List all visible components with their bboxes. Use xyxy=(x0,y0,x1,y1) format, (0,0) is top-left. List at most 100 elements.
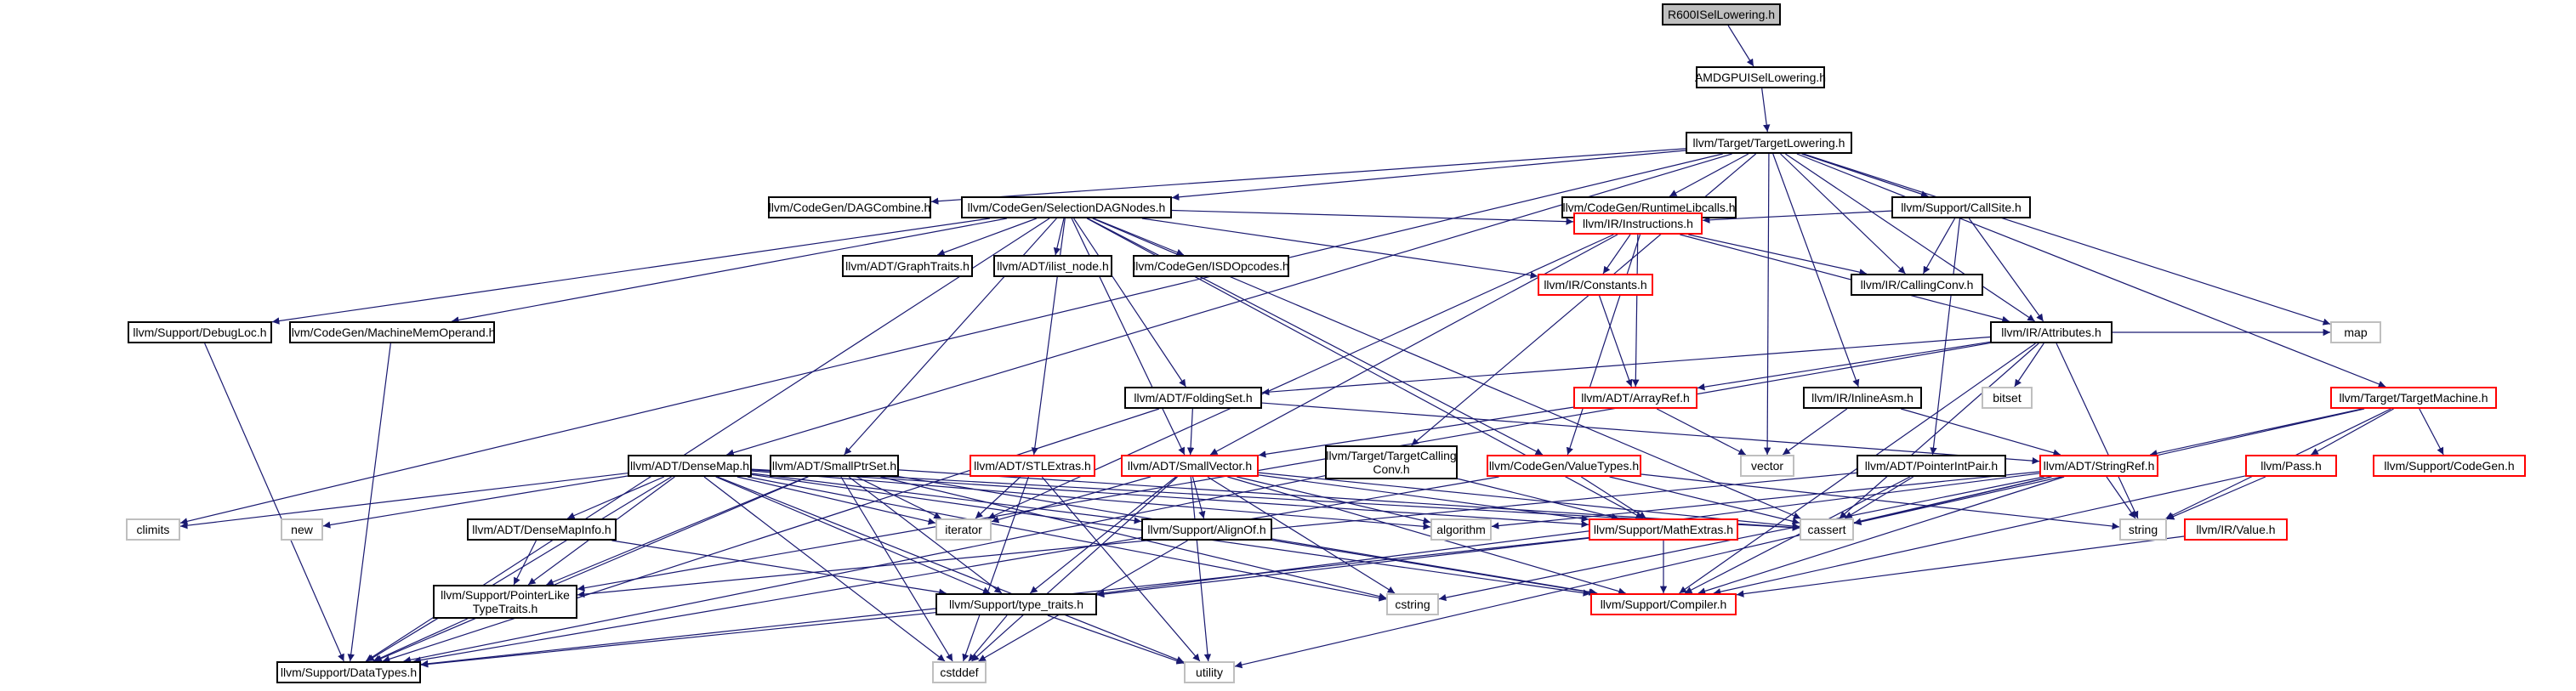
node-algorithm: algorithm xyxy=(1430,518,1492,541)
edge-tcc-to-datatypes xyxy=(403,475,1326,664)
node-consts[interactable]: llvm/IR/Constants.h xyxy=(1538,274,1653,296)
node-amdgpu[interactable]: AMDGPUISelLowering.h xyxy=(1695,66,1826,88)
edge-smallptr-to-cstring xyxy=(880,476,1387,600)
node-label: algorithm xyxy=(1436,523,1486,536)
edge-tl-to-sdn xyxy=(1171,150,1686,201)
edge-attrs-to-cassert xyxy=(1839,343,2039,519)
node-label: llvm/ADT/FoldingSet.h xyxy=(1134,391,1253,405)
node-callconv[interactable]: llvm/IR/CallingConv.h xyxy=(1851,274,1983,296)
edge-densemap-to-climits xyxy=(179,473,628,530)
node-value[interactable]: llvm/IR/Value.h xyxy=(2184,518,2288,541)
edge-stringref-to-string xyxy=(2106,476,2136,519)
node-callsite[interactable]: llvm/Support/CallSite.h xyxy=(1891,196,2031,218)
node-label: llvm/IR/Instructions.h xyxy=(1583,217,1693,230)
edge-densemap-to-algorithm xyxy=(751,470,1431,530)
edge-tcc-to-mathextras xyxy=(1457,478,1619,521)
node-label: llvm/Target/TargetMachine.h xyxy=(2339,391,2488,405)
node-label: bitset xyxy=(1993,391,2022,405)
node-label: llvm/Support/Compiler.h xyxy=(1600,598,1727,611)
node-label: llvm/IR/Attributes.h xyxy=(2001,326,2101,339)
node-tl[interactable]: llvm/Target/TargetLowering.h xyxy=(1686,132,1852,154)
node-label: llvm/Pass.h xyxy=(2260,459,2322,473)
node-stlextras[interactable]: llvm/ADT/STLExtras.h xyxy=(970,455,1095,477)
edge-sdn-to-ilist xyxy=(1053,218,1065,256)
node-new: new xyxy=(281,518,323,541)
node-attrs[interactable]: llvm/IR/Attributes.h xyxy=(1990,321,2113,343)
edge-smallptr-to-iterator xyxy=(856,476,941,519)
node-label: llvm/ADT/DenseMap.h xyxy=(629,459,750,473)
edge-smallvec-to-alignof xyxy=(1191,476,1206,519)
node-ptrint[interactable]: llvm/ADT/PointerIntPair.h xyxy=(1857,455,2006,477)
edge-attrs-to-bitset xyxy=(2014,343,2044,388)
node-valuetypes[interactable]: llvm/CodeGen/ValueTypes.h xyxy=(1487,455,1641,477)
node-folding[interactable]: llvm/ADT/FoldingSet.h xyxy=(1124,387,1262,409)
edge-pass-to-string xyxy=(2166,476,2266,520)
node-mmo[interactable]: llvm/CodeGen/MachineMemOperand.h xyxy=(289,321,495,343)
edge-stringref-to-algorithm xyxy=(1491,471,2040,530)
node-label: llvm/Support/DataTypes.h xyxy=(280,666,418,679)
edge-stlextras-to-cstddef xyxy=(962,476,1029,662)
node-dagcomb[interactable]: llvm/CodeGen/DAGCombine.h xyxy=(768,196,931,218)
node-typetraits[interactable]: llvm/Support/type_traits.h xyxy=(935,593,1097,615)
node-label: llvm/ADT/StringRef.h xyxy=(2043,459,2155,473)
edge-alignof-to-compiler xyxy=(1271,540,1596,596)
edge-valuetypes-to-datatypes xyxy=(413,476,1499,664)
node-stringref[interactable]: llvm/ADT/StringRef.h xyxy=(2039,455,2158,477)
node-pass[interactable]: llvm/Pass.h xyxy=(2245,455,2337,477)
node-densemap[interactable]: llvm/ADT/DenseMap.h xyxy=(628,455,752,477)
node-label: cassert xyxy=(1807,523,1846,536)
node-inlineasm[interactable]: llvm/IR/InlineAsm.h xyxy=(1803,387,1922,409)
node-label: llvm/CodeGen/ISDOpcodes.h xyxy=(1133,259,1289,273)
node-datatypes[interactable]: llvm/Support/DataTypes.h xyxy=(276,661,421,683)
node-label: llvm/IR/CallingConv.h xyxy=(1860,278,1974,292)
node-debugloc[interactable]: llvm/Support/DebugLoc.h xyxy=(128,321,272,343)
node-densemapinfo[interactable]: llvm/ADT/DenseMapInfo.h xyxy=(467,518,617,541)
edge-r600-to-amdgpu xyxy=(1727,25,1754,67)
node-smallptr[interactable]: llvm/ADT/SmallPtrSet.h xyxy=(770,455,899,477)
node-map: map xyxy=(2330,321,2381,343)
edge-valuetypes-to-cassert xyxy=(1609,476,1800,525)
node-isd[interactable]: llvm/CodeGen/ISDOpcodes.h xyxy=(1133,255,1289,277)
node-ilist[interactable]: llvm/ADT/ilist_node.h xyxy=(993,255,1112,277)
node-tcc[interactable]: llvm/Target/TargetCalling Conv.h xyxy=(1325,445,1458,479)
node-mathextras[interactable]: llvm/Support/MathExtras.h xyxy=(1589,518,1738,541)
node-instr[interactable]: llvm/IR/Instructions.h xyxy=(1573,212,1703,235)
edge-stlextras-to-utility xyxy=(1041,476,1201,662)
edge-instr-to-callconv xyxy=(1688,234,1867,276)
edge-value-to-compiler xyxy=(1736,535,2185,598)
node-label: llvm/CodeGen/ValueTypes.h xyxy=(1488,459,1640,473)
node-label: cstddef xyxy=(940,666,979,679)
node-alignof[interactable]: llvm/Support/AlignOf.h xyxy=(1141,518,1272,541)
node-label: string xyxy=(2128,523,2158,536)
node-label: llvm/ADT/DenseMapInfo.h xyxy=(472,523,611,536)
node-sdn[interactable]: llvm/CodeGen/SelectionDAGNodes.h xyxy=(961,196,1172,218)
node-graphtraits[interactable]: llvm/ADT/GraphTraits.h xyxy=(842,255,973,277)
edge-sdn-to-stlextras xyxy=(1031,218,1066,456)
edge-instr-to-smallvec xyxy=(1209,234,1618,456)
edge-sdn-to-folding xyxy=(1073,218,1186,388)
node-compiler[interactable]: llvm/Support/Compiler.h xyxy=(1590,593,1737,615)
edge-smallptr-to-cstddef xyxy=(840,476,953,662)
edge-stringref-to-compiler xyxy=(1697,476,2065,595)
node-label: utility xyxy=(1196,666,1223,679)
node-vector: vector xyxy=(1740,455,1794,477)
node-label: llvm/Support/CallSite.h xyxy=(1901,201,2022,214)
node-smallvec[interactable]: llvm/ADT/SmallVector.h xyxy=(1121,455,1259,477)
node-label: llvm/ADT/ilist_node.h xyxy=(997,259,1109,273)
edge-debugloc-to-datatypes xyxy=(204,343,344,662)
node-cassert: cassert xyxy=(1800,518,1854,541)
node-label: llvm/CodeGen/MachineMemOperand.h xyxy=(288,326,496,339)
node-ptrlike[interactable]: llvm/Support/PointerLike TypeTraits.h xyxy=(433,585,577,619)
node-cgen[interactable]: llvm/Support/CodeGen.h xyxy=(2373,455,2526,477)
node-label: llvm/Target/TargetCalling Conv.h xyxy=(1326,449,1457,476)
edge-stringref-to-utility xyxy=(1234,476,2052,669)
edge-typetraits-to-cstddef xyxy=(968,615,1008,662)
edge-tl-to-vector xyxy=(1763,153,1771,456)
node-label: llvm/Target/TargetLowering.h xyxy=(1692,136,1845,150)
edge-folding-to-stringref xyxy=(1261,402,2040,465)
node-label: llvm/IR/Constants.h xyxy=(1544,278,1647,292)
edge-tm-to-stringref xyxy=(2149,408,2363,457)
edge-sdn-to-isd xyxy=(1093,218,1185,256)
node-tm[interactable]: llvm/Target/TargetMachine.h xyxy=(2330,387,2497,409)
node-arrayref[interactable]: llvm/ADT/ArrayRef.h xyxy=(1573,387,1697,409)
